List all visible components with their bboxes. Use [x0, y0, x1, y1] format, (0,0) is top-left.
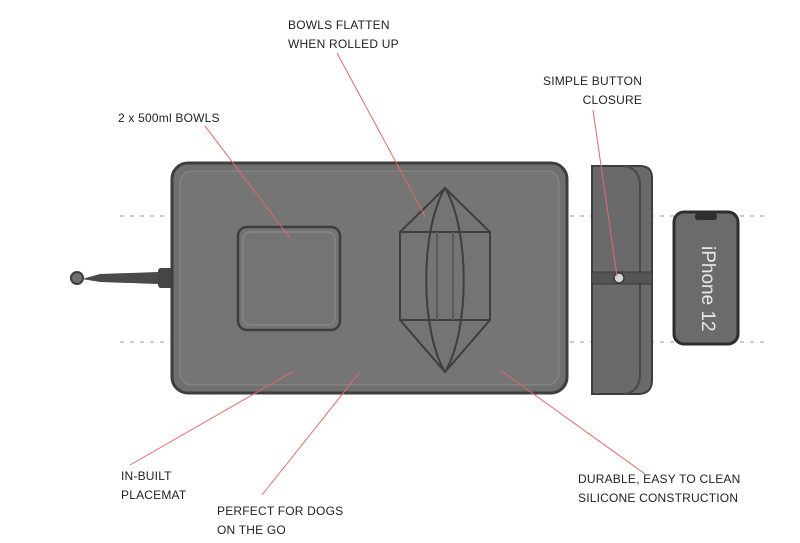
callout-silicone-line1: DURABLE, EASY TO CLEAN [578, 472, 741, 486]
callout-bowls-flatten-line2: WHEN ROLLED UP [288, 37, 399, 51]
tether-clip [158, 268, 174, 288]
leader-dogs-on-go [261, 371, 361, 496]
callout-silicone: DURABLE, EASY TO CLEAN SILICONE CONSTRUC… [578, 470, 740, 508]
callout-two-bowls-line1: 2 x 500ml BOWLS [118, 111, 220, 125]
tether-strap [70, 268, 174, 288]
leader-button-closure [592, 109, 618, 277]
placemat-unrolled [170, 161, 569, 395]
flattened-bowl [399, 186, 491, 374]
tether-ring [70, 271, 84, 285]
leader-silicone [499, 369, 646, 475]
square-bowl [236, 225, 342, 332]
phone-for-scale: iPhone 12 [672, 210, 740, 346]
callout-button-closure-line1: SIMPLE BUTTON [543, 74, 643, 88]
phone-model-text: iPhone 12 [697, 246, 718, 332]
callout-bowls-flatten: BOWLS FLATTEN WHEN ROLLED UP [288, 16, 399, 54]
leader-lines [129, 52, 646, 496]
callout-dogs-on-go: PERFECT FOR DOGS ON THE GO [217, 502, 343, 540]
rolled-mat [591, 165, 653, 395]
callout-button-closure-line2: CLOSURE [582, 93, 643, 107]
callout-button-closure: SIMPLE BUTTON CLOSURE [543, 72, 642, 110]
guide-lines [120, 215, 770, 343]
callout-silicone-line2: SILICONE CONSTRUCTION [578, 491, 739, 505]
callout-dogs-on-go-line1: PERFECT FOR DOGS [217, 504, 344, 518]
callout-placemat: IN-BUILT PLACEMAT [121, 467, 186, 505]
leader-placemat [129, 370, 295, 466]
callout-placemat-line1: IN-BUILT [121, 469, 172, 483]
callout-bowls-flatten-line1: BOWLS FLATTEN [288, 18, 390, 32]
callout-placemat-line2: PLACEMAT [121, 488, 187, 502]
phone-notch [695, 213, 717, 220]
closure-button [613, 272, 625, 284]
leader-bowls-flatten [336, 52, 426, 217]
callout-two-bowls: 2 x 500ml BOWLS [118, 109, 220, 128]
callout-dogs-on-go-line2: ON THE GO [217, 523, 286, 537]
leader-two-bowls [204, 125, 291, 239]
